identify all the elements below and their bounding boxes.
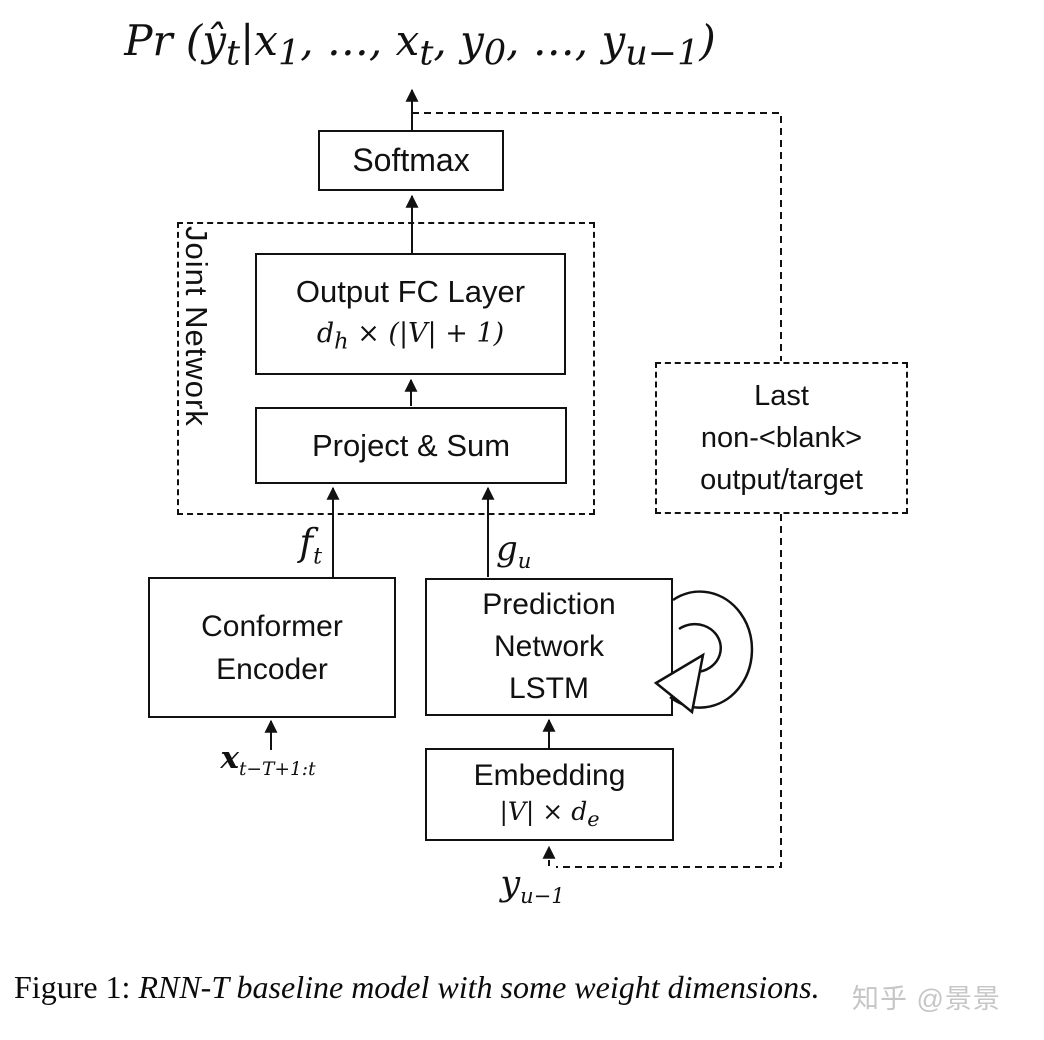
conformer-encoder-node: Conformer Encoder [148, 577, 396, 718]
formula-xt-sub: t [419, 33, 434, 74]
last-nonblank-node: Last non-<blank> output/target [655, 362, 908, 514]
lstm-loop-outer-arc [669, 590, 754, 709]
ft-base: f [299, 521, 314, 564]
output-fc-dim-sub: h [334, 328, 349, 355]
formula-seg-yu: , …, y [506, 16, 626, 65]
embedding-dim-base: |V| × d [499, 796, 588, 826]
prediction-line1: Prediction [482, 588, 616, 621]
output-fc-dim-rest: × (|V| + 1) [348, 317, 505, 349]
formula-close: ) [699, 16, 716, 65]
embedding-title: Embedding [473, 758, 626, 792]
embedding-dim-sub: e [587, 806, 600, 831]
last-nonblank-line1: Last [754, 380, 809, 412]
formula-pr: Pr ( [124, 16, 203, 65]
ft-sub: t [313, 543, 322, 570]
conformer-line2: Encoder [216, 652, 328, 686]
lstm-loop-inner-arc [678, 622, 722, 674]
formula-yu-sub: u−1 [625, 33, 700, 74]
formula-seg-y0: , y [433, 16, 484, 65]
conformer-line1: Conformer [201, 609, 343, 643]
label-feedback-label: yu−1 [475, 864, 590, 908]
encoder-output-label-ft: ft [258, 521, 322, 569]
last-nonblank-line2: non-<blank> [700, 422, 863, 454]
prediction-line3: LSTM [508, 672, 589, 705]
softmax-node: Softmax [318, 130, 504, 191]
prediction-output-label-gu: gu [496, 529, 531, 573]
gu-base: g [496, 529, 518, 569]
output-probability-formula: Pr (ŷt|x1, …, xt, y0, …, yu−1) [60, 16, 780, 73]
formula-x1-sub: 1 [277, 33, 301, 74]
caption-body: RNN-T baseline model with some weight di… [138, 969, 820, 1005]
output-fc-dim-base: d [316, 317, 335, 349]
embedding-node: Embedding |V| × de [425, 748, 674, 841]
prediction-network-node: Prediction Network LSTM [425, 578, 673, 716]
y-feedback-base: y [500, 864, 521, 904]
output-fc-title: Output FC Layer [295, 273, 526, 309]
figure-caption: Figure 1: RNN-T baseline model with some… [14, 969, 1034, 1006]
softmax-label: Softmax [352, 142, 470, 178]
formula-seg-xt: , …, x [300, 16, 420, 65]
formula-yhat-sub: t [226, 33, 241, 74]
joint-network-group [177, 222, 595, 515]
project-sum-label: Project & Sum [311, 427, 511, 463]
output-fc-node: Output FC Layer dh × (|V| + 1) [255, 253, 566, 375]
last-nonblank-line3: output/target [700, 464, 863, 496]
formula-y0-sub: 0 [483, 33, 507, 74]
formula-yhat: ŷ [202, 16, 227, 65]
caption-prefix: Figure 1: [14, 969, 139, 1005]
x-input-base: x [220, 740, 239, 776]
formula-pipe-x: |x [240, 16, 278, 65]
x-input-sub: t−T+1:t [238, 759, 316, 781]
watermark: 知乎 @景景 [852, 984, 1001, 1014]
project-sum-node: Project & Sum [255, 407, 567, 484]
y-feedback-sub: u−1 [520, 884, 565, 908]
acoustic-input-label: xt−T+1:t [178, 740, 358, 780]
prediction-line2: Network [493, 630, 605, 663]
output-fc-dimension: dh × (|V| + 1) [317, 318, 504, 354]
joint-network-label: Joint Network [179, 226, 214, 427]
gu-sub: u [517, 547, 532, 573]
embedding-dimension: |V| × de [499, 797, 599, 831]
